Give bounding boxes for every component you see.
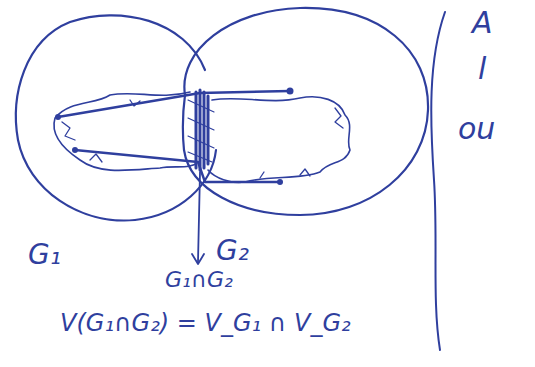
vertex-cloud	[260, 108, 343, 178]
vertex-dot	[72, 147, 78, 153]
cut-text: A	[472, 6, 493, 39]
vertex-cloud	[208, 97, 350, 183]
leader-arrow	[192, 254, 204, 264]
vertex-cloud	[54, 92, 198, 170]
cut-text: ou	[458, 112, 495, 145]
leader-line	[198, 172, 200, 262]
graph-outline	[183, 8, 428, 215]
edge-line	[75, 150, 280, 182]
vertex-dot	[277, 179, 283, 185]
vertex-dot	[287, 88, 294, 95]
formula: V(G₁∩G₂) = V_G₁ ∩ V_G₂	[60, 310, 351, 336]
graph-outline	[16, 15, 216, 220]
cut-text: l	[478, 52, 486, 85]
bracket	[431, 12, 445, 350]
vertex-dot	[55, 114, 61, 120]
intersection-name: G₁∩G₂	[165, 268, 233, 292]
graph-name: G₁	[28, 240, 61, 271]
edge-line	[58, 91, 290, 117]
intersection-hatch	[188, 100, 214, 162]
graph-name: G₂	[216, 236, 249, 267]
